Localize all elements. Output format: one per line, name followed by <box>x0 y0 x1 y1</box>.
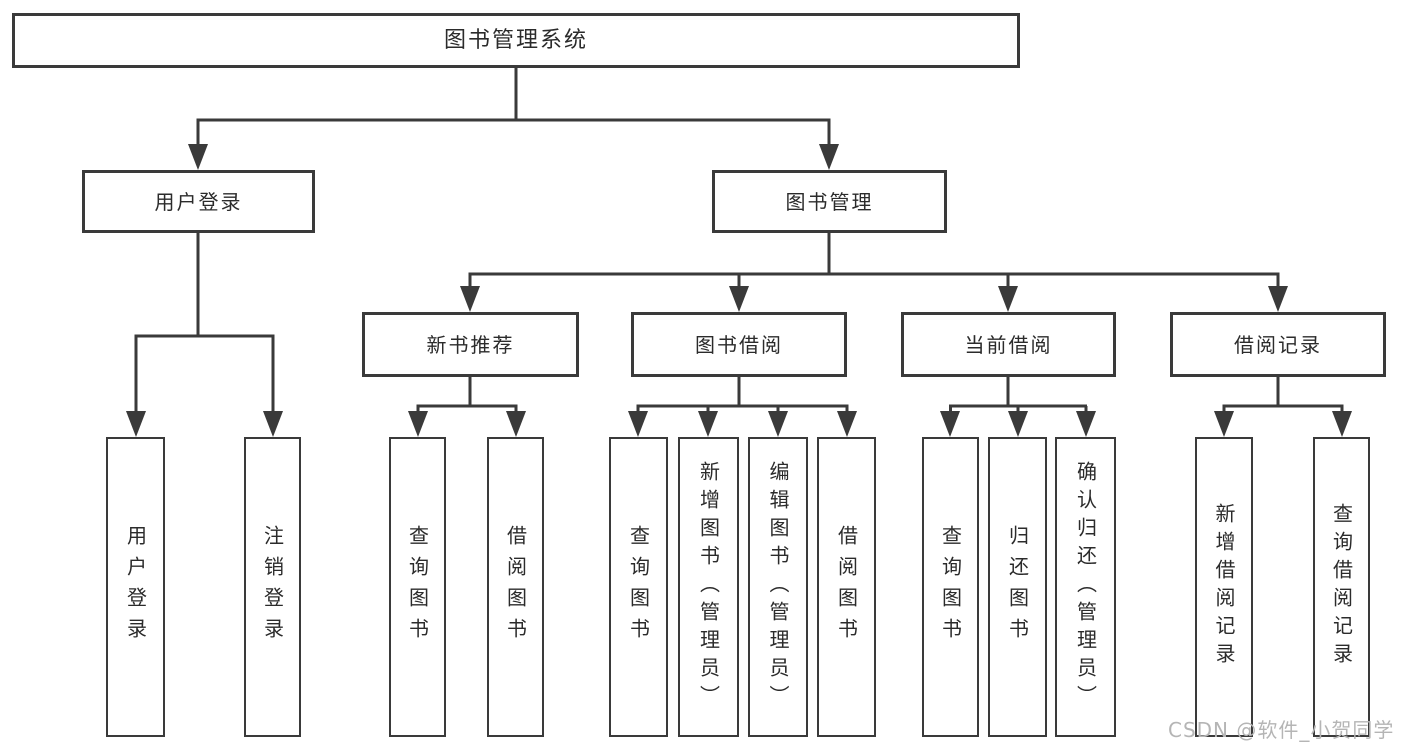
leaf-borrow-books-recommend-label: 借阅图书 <box>503 525 528 649</box>
connector-current-borrowing-bar <box>949 404 1088 415</box>
leaf-confirm-return-admin: 确认归还（管理员） <box>1055 437 1116 737</box>
arrowhead-cur-return <box>1008 411 1028 437</box>
node-root-system-label: 图书管理系统 <box>443 27 588 53</box>
leaf-user-login: 用户登录 <box>106 437 165 737</box>
arrowhead-to-borrowing-records <box>1268 286 1288 312</box>
arrowhead-to-book-management <box>819 144 839 170</box>
node-root-system: 图书管理系统 <box>12 13 1020 68</box>
leaf-return-books: 归还图书 <box>988 437 1047 737</box>
arrowhead-to-book-borrowing <box>729 286 749 312</box>
node-current-borrowing-label: 当前借阅 <box>964 332 1053 357</box>
arrowhead-to-new-book-recommend <box>460 286 480 312</box>
node-book-borrowing: 图书借阅 <box>631 312 847 377</box>
arrowhead-rcd-query <box>1332 411 1352 437</box>
arrowhead-rcd-add <box>1214 411 1234 437</box>
leaf-borrow-books-borrowing: 借阅图书 <box>817 437 876 737</box>
node-new-book-recommend-label: 新书推荐 <box>426 332 515 357</box>
arrowhead-to-current-borrowing <box>998 286 1018 312</box>
connector-borrowing-records-bar <box>1222 404 1344 415</box>
leaf-add-books-admin: 新增图书（管理员） <box>678 437 739 737</box>
leaf-logout-login-label: 注销登录 <box>260 525 285 649</box>
leaf-confirm-return-admin-label: 确认归还（管理员） <box>1073 461 1098 713</box>
arrowhead-bor-add <box>698 411 718 437</box>
node-borrowing-records-label: 借阅记录 <box>1234 332 1322 357</box>
node-current-borrowing: 当前借阅 <box>901 312 1116 377</box>
leaf-query-books-borrowing: 查询图书 <box>609 437 668 737</box>
connector-book-management-bar <box>468 272 1280 290</box>
arrowhead-cur-query <box>940 411 960 437</box>
arrowhead-bor-edit <box>768 411 788 437</box>
connector-user-login-bar <box>134 334 275 415</box>
connector-root-bar <box>196 118 831 148</box>
watermark: CSDN @软件_小贺同学 <box>1168 718 1395 742</box>
node-new-book-recommend: 新书推荐 <box>362 312 579 377</box>
leaf-edit-books-admin-label: 编辑图书（管理员） <box>766 461 790 713</box>
arrowhead-to-leaf-logout-login <box>263 411 283 437</box>
leaf-add-books-admin-label: 新增图书（管理员） <box>696 461 721 713</box>
node-user-login: 用户登录 <box>82 170 315 233</box>
node-borrowing-records: 借阅记录 <box>1170 312 1386 377</box>
leaf-add-borrow-record-label: 新增借阅记录 <box>1212 503 1236 671</box>
connector-new-book-recommend-bar <box>416 404 518 415</box>
leaf-user-login-label: 用户登录 <box>123 525 148 649</box>
arrowhead-bor-query <box>628 411 648 437</box>
leaf-query-books-recommend-label: 查询图书 <box>405 525 430 649</box>
arrowhead-bor-borrow <box>837 411 857 437</box>
leaf-logout-login: 注销登录 <box>244 437 301 737</box>
arrowhead-rec-borrow <box>506 411 526 437</box>
leaf-borrow-books-borrowing-label: 借阅图书 <box>834 525 859 649</box>
leaf-query-borrow-record: 查询借阅记录 <box>1313 437 1370 737</box>
node-user-login-label: 用户登录 <box>154 189 243 214</box>
node-book-management-label: 图书管理 <box>785 189 874 214</box>
leaf-edit-books-admin: 编辑图书（管理员） <box>748 437 808 737</box>
arrowhead-to-user-login <box>188 144 208 170</box>
leaf-query-borrow-record-label: 查询借阅记录 <box>1329 503 1354 671</box>
leaf-query-books-recommend: 查询图书 <box>389 437 446 737</box>
connector-book-borrowing-bar <box>636 404 849 415</box>
leaf-add-borrow-record: 新增借阅记录 <box>1195 437 1253 737</box>
leaf-query-books-current: 查询图书 <box>922 437 979 737</box>
leaf-query-books-borrowing-label: 查询图书 <box>626 525 651 649</box>
node-book-borrowing-label: 图书借阅 <box>695 332 783 357</box>
arrowhead-cur-confirm <box>1076 411 1096 437</box>
leaf-query-books-current-label: 查询图书 <box>938 525 963 649</box>
leaf-return-books-label: 归还图书 <box>1005 525 1030 649</box>
leaf-borrow-books-recommend: 借阅图书 <box>487 437 544 737</box>
node-book-management: 图书管理 <box>712 170 947 233</box>
arrowhead-to-leaf-user-login <box>126 411 146 437</box>
arrowhead-rec-query <box>408 411 428 437</box>
